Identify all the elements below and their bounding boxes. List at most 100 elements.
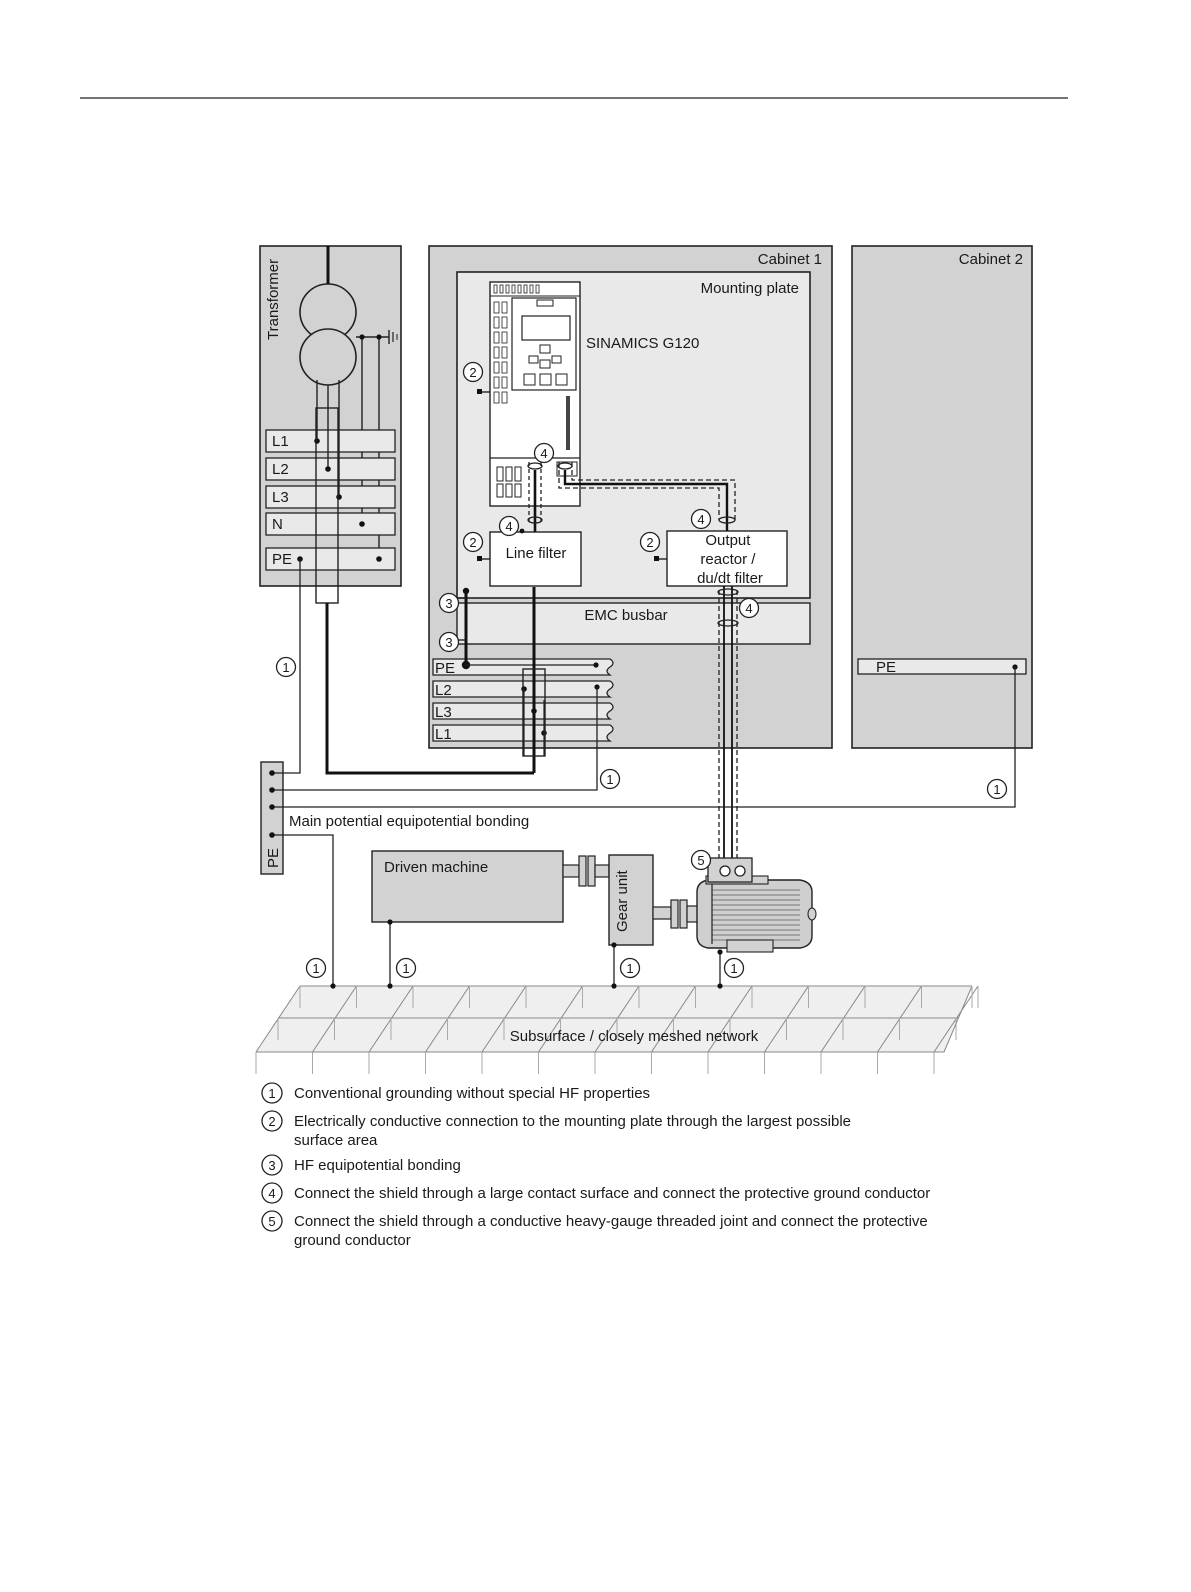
marker-5: 5 [690, 849, 712, 871]
cabinet-2: Cabinet 2 PE [851, 245, 1033, 749]
gear-unit: Gear unit [608, 854, 654, 986]
legend-text: Connect the shield through a conductive … [294, 1213, 928, 1230]
svg-text:4: 4 [268, 1186, 275, 1201]
marker-1: 1 [275, 656, 297, 678]
svg-text:1: 1 [993, 782, 1000, 797]
svg-text:4: 4 [505, 519, 512, 534]
driven-machine: Driven machine [371, 850, 564, 986]
transformer-terminal-l3 [265, 485, 396, 509]
main-bonding-label: Main potential equipotential bonding [289, 813, 529, 830]
gear-unit-label: Gear unit [614, 869, 631, 932]
emc-busbar-label: EMC busbar [584, 607, 667, 624]
cabinet-1-terminal-label: L2 [435, 682, 452, 699]
svg-text:4: 4 [697, 512, 704, 527]
legend-text: Connect the shield through a large conta… [294, 1185, 930, 1202]
cabinet-1: Cabinet 1 Mounting plate [428, 245, 833, 773]
transformer-terminal-label: N [272, 516, 283, 533]
legend-text: surface area [294, 1132, 378, 1149]
svg-text:1: 1 [626, 961, 633, 976]
svg-text:2: 2 [268, 1114, 275, 1129]
svg-text:2: 2 [469, 535, 476, 550]
svg-text:5: 5 [697, 853, 704, 868]
legend-text: Conventional grounding without special H… [294, 1085, 650, 1102]
legend-item-5: 5 Connect the shield through a conductive… [261, 1210, 928, 1249]
cabinet-2-pe-label: PE [876, 659, 896, 676]
cabinet-1-terminal-pe [432, 658, 614, 676]
marker-1: 1 [723, 957, 745, 979]
legend-text: ground conductor [294, 1232, 411, 1249]
coupling-2 [652, 899, 688, 929]
marker-4: 4 [690, 508, 712, 530]
motor-cable [717, 586, 739, 862]
driven-machine-label: Driven machine [384, 859, 488, 876]
transformer-terminal-l1 [265, 429, 396, 453]
marker-3: 3 [438, 631, 460, 653]
marker-1: 1 [305, 957, 327, 979]
marker-1: 1 [986, 778, 1008, 800]
equipotential-bonding: PE Main potential equipotential bonding [260, 559, 1016, 986]
cabinet-2-label: Cabinet 2 [959, 251, 1023, 268]
marker-3: 3 [438, 592, 460, 614]
marker-4: 4 [533, 442, 555, 464]
transformer-terminal-label: PE [272, 551, 292, 568]
legend-item-2: 2 Electrically conductive connection to t… [261, 1110, 851, 1149]
cabinet-1-terminal-label: L3 [435, 704, 452, 721]
svg-text:2: 2 [646, 535, 653, 550]
line-cable-sleeve [522, 668, 546, 757]
ground-taps [330, 983, 723, 989]
svg-text:1: 1 [402, 961, 409, 976]
callout-markers: 1 1 1 1 1 1 1 2 2 2 3 3 4 4 4 4 5 [275, 361, 1008, 979]
svg-text:1: 1 [282, 660, 289, 675]
output-reactor-label: Output reactor / du/dt filter [697, 532, 763, 587]
legend-item-4: 4 Connect the shield through a large cont… [261, 1182, 930, 1204]
svg-text:1: 1 [730, 961, 737, 976]
transformer-label: Transformer [265, 259, 282, 340]
ground-mesh [255, 985, 979, 1074]
transformer-terminal-label: L3 [272, 489, 289, 506]
svg-text:1: 1 [268, 1086, 275, 1101]
svg-text:3: 3 [445, 635, 452, 650]
emc-busbar [456, 602, 811, 645]
output-reactor [666, 530, 788, 587]
marker-2: 2 [462, 361, 484, 383]
legend-text: Electrically conductive connection to th… [294, 1113, 851, 1130]
drive-label: SINAMICS G120 [586, 335, 699, 352]
bonding-pe-label: PE [265, 848, 282, 868]
svg-text:3: 3 [445, 596, 452, 611]
marker-1: 1 [599, 768, 621, 790]
marker-1: 1 [395, 957, 417, 979]
legend-text: HF equipotential bonding [294, 1157, 461, 1174]
marker-4: 4 [498, 515, 520, 537]
cabinet-1-label: Cabinet 1 [758, 251, 822, 268]
transformer-terminal-label: L2 [272, 461, 289, 478]
svg-text:4: 4 [540, 446, 547, 461]
cabinet-2-pe-strip [857, 658, 1027, 675]
cabinet-1-terminal-label: L1 [435, 726, 452, 743]
transformer-secondary-winding [299, 328, 357, 386]
motor [686, 857, 817, 986]
legend-item-1: 1 Conventional grounding without special … [261, 1082, 650, 1104]
svg-text:4: 4 [745, 601, 752, 616]
legend: 1 Conventional grounding without special … [261, 1082, 930, 1249]
svg-text:5: 5 [268, 1214, 275, 1229]
marker-2: 2 [639, 531, 661, 553]
line-filter-label: Line filter [506, 545, 567, 562]
svg-text:1: 1 [606, 772, 613, 787]
marker-2: 2 [462, 531, 484, 553]
operator-panel-display [521, 315, 571, 341]
ground-network-label: Subsurface / closely meshed network [510, 1028, 759, 1045]
svg-text:2: 2 [469, 365, 476, 380]
mounting-plate-label: Mounting plate [701, 280, 799, 297]
transformer-terminal-n [265, 512, 396, 536]
marker-4: 4 [738, 597, 760, 619]
marker-1: 1 [619, 957, 641, 979]
transformer-terminal-label: L1 [272, 433, 289, 450]
svg-text:1: 1 [312, 961, 319, 976]
cabinet-1-terminal-label: PE [435, 660, 455, 677]
coupling-1 [562, 855, 610, 887]
transformer-terminal-pe [265, 547, 396, 571]
